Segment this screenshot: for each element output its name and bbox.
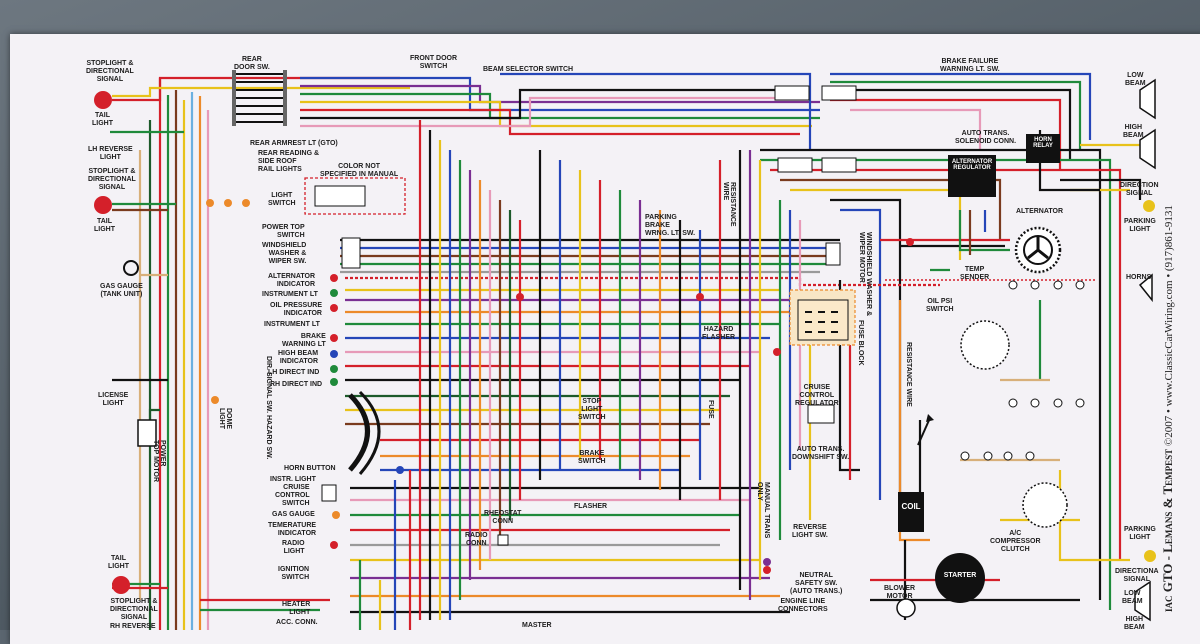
- poster-copyright: ©2007 • www.ClassicCarWiring.com • (917)…: [1163, 205, 1175, 447]
- auto-trans-solenoid-label: AUTO TRANS. SOLENOID CONN.: [955, 130, 1017, 145]
- headlights-right: [1134, 78, 1156, 622]
- brake-failure-label: BRAKE FAILURE WARNING LT. SW.: [940, 58, 1000, 73]
- temperature-indicator-label: TEMERATURE INDICATOR: [268, 522, 317, 537]
- lh-reverse-light-label: LH REVERSE LIGHT: [88, 146, 133, 161]
- fuse-block-label: FUSE BLOCK: [857, 320, 864, 366]
- acc-conn-label: ACC. CONN.: [276, 619, 318, 626]
- high-beam-label: HIGH BEAM: [1123, 124, 1144, 139]
- cruise-control-regulator-label: CRUISE CONTROL REGULATOR: [795, 384, 839, 407]
- high-beam-indicator-label: HIGH BEAM INDICATOR: [278, 350, 319, 365]
- direction-signal-label: DIRECTION SIGNAL: [1120, 182, 1159, 197]
- horn-relay-block: HORN RELAY: [1026, 134, 1060, 163]
- wire-harness: [94, 70, 1156, 630]
- fuse-block-symbol: [797, 299, 849, 341]
- auto-trans-downshift-label: AUTO TRANS. DOWNSHIFT SW.: [792, 446, 850, 461]
- resistance-wire-label: RESISTANCE WIRE: [722, 182, 736, 227]
- rheostat-conn-label: RHEOSTAT CONN: [484, 510, 522, 525]
- manual-trans-only-label: MANUAL TRANS ONLY: [756, 482, 770, 539]
- indicator-dots: [206, 199, 1156, 574]
- low-beam-label: LOW BEAM: [1125, 72, 1146, 87]
- stoplight-signal-top-label: STOPLIGHT & DIRECTIONAL SIGNAL: [86, 60, 134, 83]
- stoplight-signal-bot-label: STOPLIGHT & DIRECTIONAL SIGNAL: [110, 598, 158, 621]
- starter-symbol: [935, 553, 985, 603]
- distributor-lower: [1022, 482, 1068, 528]
- heater-light-label: HEATER LIGHT: [282, 601, 311, 616]
- radio-conn-label: RADIO CONN: [465, 532, 488, 547]
- starter-label: STARTER: [943, 572, 977, 579]
- blower-motor-label: BLOWER MOTOR: [884, 585, 916, 600]
- ac-compressor-label: A/C COMPRESSOR CLUTCH: [990, 530, 1041, 553]
- distributor-upper: [960, 320, 1010, 370]
- neutral-safety-label: NEUTRAL SAFETY SW. (AUTO TRANS.): [790, 572, 843, 595]
- radio-light-label: RADIO LIGHT: [282, 540, 305, 555]
- parking-brake-label: PARKING BRAKE WRNG. LT. SW.: [645, 214, 696, 237]
- direction-signal-bot-label: DIRECTIONA SIGNAL: [1115, 568, 1159, 583]
- fuse-label: FUSE: [707, 400, 714, 419]
- parking-light-top-label: PARKING LIGHT: [1124, 218, 1156, 233]
- flasher-label: FLASHER: [574, 503, 608, 510]
- poster-side-title: iac GTO - Lemans & Tempest ©2007 • www.C…: [1160, 205, 1176, 612]
- power-top-motor-label: POWER TOP MOTOR: [152, 440, 166, 483]
- light-switch-label: LIGHT SWITCH: [268, 192, 296, 207]
- beam-selector-switch-label: BEAM SELECTOR SWITCH: [483, 66, 574, 73]
- power-top-motor-symbol: [137, 419, 157, 447]
- resistance-wire-engine-label: RESISTANCE WIRE: [905, 342, 912, 407]
- oil-pressure-indicator-label: OIL PRESSURE INDICATOR: [270, 302, 322, 317]
- gas-gauge-tank-symbol: [123, 260, 139, 276]
- tail-light-bot-lamp: [112, 576, 130, 594]
- blower-motor-symbol: [896, 598, 916, 618]
- dome-light-label: DOME LIGHT: [218, 408, 232, 429]
- color-not-specified-label: COLOR NOT SPECIFIED IN MANUAL: [320, 163, 399, 178]
- coil-block: COIL: [898, 492, 924, 532]
- alternator-indicator-label: ALTERNATOR INDICATOR: [268, 273, 316, 288]
- gas-gauge-dash-label: GAS GAUGE: [272, 511, 315, 518]
- tail-light-top-label: TAIL LIGHT: [92, 112, 113, 127]
- stoplight-signal-mid-label: STOPLIGHT & DIRECTIONAL SIGNAL: [88, 168, 136, 191]
- tail-light-mid-lamp: [94, 196, 112, 214]
- cruise-control-switch-label: CRUISE CONTROL SWITCH: [275, 484, 310, 507]
- parking-light-bot-label: PARKING LIGHT: [1124, 526, 1156, 541]
- ignition-switch-label: IGNITION SWITCH: [278, 566, 310, 581]
- gas-gauge-tank-label: GAS GAUGE (TANK UNIT): [100, 283, 143, 298]
- rear-door-sw-label: REAR DOOR SW.: [234, 56, 270, 71]
- stop-light-switch-label: STOP LIGHT SWITCH: [578, 398, 606, 421]
- temp-sender-label: TEMP SENDER: [960, 266, 990, 281]
- alternator-symbol: [1014, 226, 1062, 274]
- dir-signal-switch-arc: [348, 390, 381, 475]
- tail-light-bot-label: TAIL LIGHT: [108, 555, 129, 570]
- windshield-wiper-motor-label: WINDSHIELD WASHER & WIPER MOTOR: [858, 232, 872, 316]
- horn-button-label: HORN BUTTON: [284, 465, 336, 472]
- dir-signal-sw-label: DIR. SIGNAL SW. HAZARD SW.: [265, 356, 272, 460]
- horns-label: HORNS: [1126, 274, 1152, 281]
- power-top-switch-label: POWER TOP SWITCH: [262, 224, 305, 239]
- brake-warning-label: BRAKE WARNING LT: [282, 333, 326, 348]
- alternator-label: ALTERNATOR: [1016, 208, 1064, 215]
- poster-title: iac GTO - Lemans & Tempest: [1160, 448, 1175, 612]
- instrument-lt-2-label: INSTRUMENT LT: [264, 321, 320, 328]
- brake-switch-label: BRAKE SWITCH: [578, 450, 606, 465]
- front-door-switch-label: FRONT DOOR SWITCH: [410, 55, 458, 70]
- instr-light-label: INSTR. LIGHT: [270, 476, 316, 483]
- rh-direct-ind-label: RH DIRECT IND: [270, 381, 323, 388]
- alternator-regulator-block: ALTERNATOR REGULATOR: [948, 155, 996, 197]
- instrument-lt-1-label: INSTRUMENT LT: [262, 291, 318, 298]
- lh-direct-ind-label: LH DIRECT IND: [268, 369, 320, 376]
- engine-line-connectors-label: ENGINE LINE CONNECTORS: [778, 598, 828, 613]
- license-light-label: LICENSE LIGHT: [98, 392, 129, 407]
- low-beam-bot-label: LOW BEAM: [1122, 590, 1143, 605]
- master-label: MASTER: [522, 622, 552, 629]
- high-beam-bot-label: HIGH BEAM: [1124, 616, 1145, 631]
- rear-reading-label: REAR READING & SIDE ROOF RAIL LIGHTS: [258, 150, 320, 173]
- oil-psi-switch-label: OIL PSI SWITCH: [926, 298, 954, 313]
- reverse-light-sw-label: REVERSE LIGHT SW.: [792, 524, 828, 539]
- rear-armrest-label: REAR ARMREST LT (GTO): [250, 140, 338, 147]
- windshield-washer-label: WINDSHIELD WASHER & WIPER SW.: [262, 242, 307, 265]
- hazard-flasher-label: HAZARD FLASHER: [702, 326, 736, 341]
- tail-light-mid-label: TAIL LIGHT: [94, 218, 115, 233]
- tail-light-top-lamp: [94, 91, 112, 109]
- rh-reverse-bot-label: RH REVERSE: [110, 623, 156, 630]
